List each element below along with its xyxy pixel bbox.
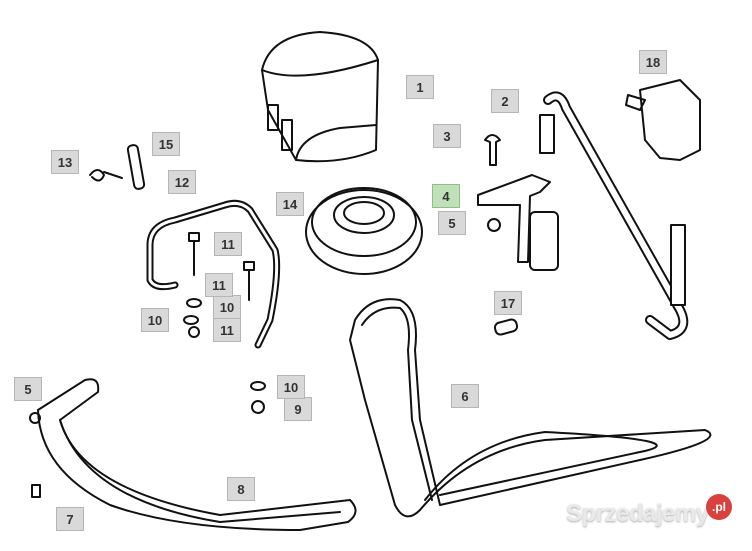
- callout-13[interactable]: 13: [51, 150, 79, 174]
- callout-14[interactable]: 14: [276, 192, 304, 216]
- belt-cover-part: [261, 31, 379, 163]
- belt-guide-part: [29, 378, 357, 531]
- watermark-text: Sprzedajemy: [566, 500, 709, 527]
- callout-9[interactable]: 9: [284, 397, 312, 421]
- callout-17[interactable]: 17: [494, 291, 522, 315]
- callout-18[interactable]: 18: [639, 50, 667, 74]
- pin-part: [493, 318, 519, 336]
- watermark-badge: .pl: [706, 494, 732, 520]
- callout-11[interactable]: 11: [205, 273, 233, 297]
- callout-10[interactable]: 10: [141, 308, 169, 332]
- callout-10[interactable]: 10: [213, 295, 241, 319]
- carriage-bolt-part: [484, 134, 501, 166]
- bracket-part: [477, 174, 559, 271]
- callout-10[interactable]: 10: [277, 375, 305, 399]
- callout-15[interactable]: 15: [152, 132, 180, 156]
- callout-7[interactable]: 7: [56, 507, 84, 531]
- callout-3[interactable]: 3: [433, 124, 461, 148]
- callout-5[interactable]: 5: [438, 211, 466, 235]
- callout-12[interactable]: 12: [168, 170, 196, 194]
- roll-pin-part: [126, 144, 146, 190]
- callout-4[interactable]: 4: [432, 184, 460, 208]
- callout-1[interactable]: 1: [406, 75, 434, 99]
- callout-2[interactable]: 2: [491, 89, 519, 113]
- pulley-part: [305, 187, 423, 275]
- spring-part: [89, 169, 123, 182]
- v-belt-part: [349, 298, 712, 518]
- callout-6[interactable]: 6: [451, 384, 479, 408]
- bolts-washers-part: [183, 232, 266, 414]
- callout-5[interactable]: 5: [14, 377, 42, 401]
- callout-8[interactable]: 8: [227, 477, 255, 501]
- callout-11[interactable]: 11: [213, 318, 241, 342]
- nut-part: [487, 218, 501, 232]
- guard-part: [625, 79, 701, 161]
- idler-arm-part: [539, 91, 689, 340]
- callout-11[interactable]: 11: [214, 232, 242, 256]
